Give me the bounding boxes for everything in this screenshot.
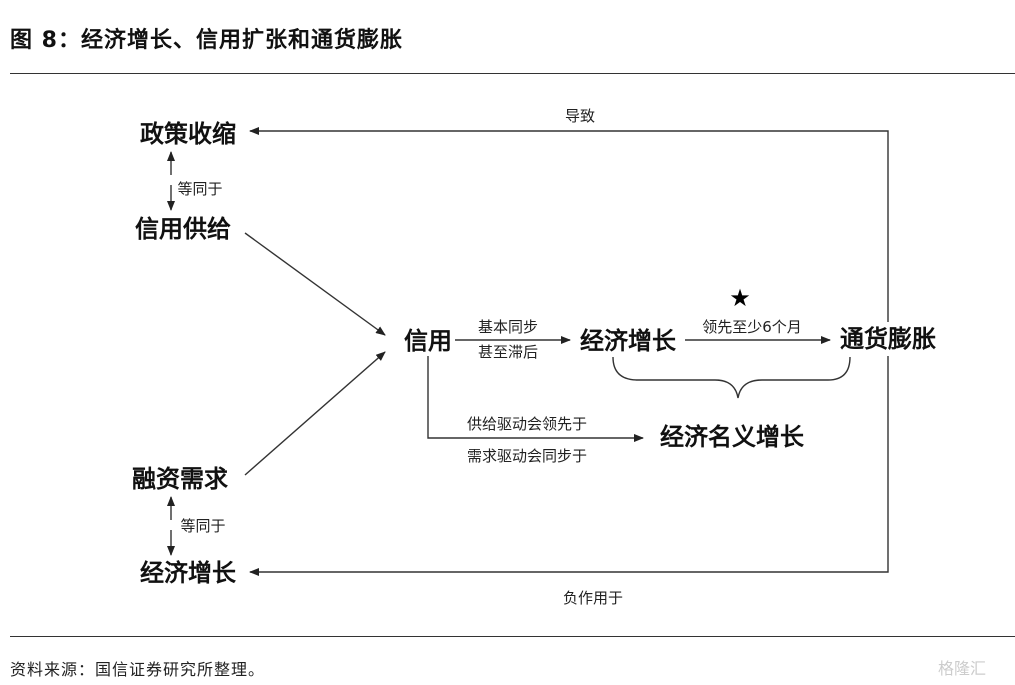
label-lead-6m: 领先至少6个月	[702, 318, 802, 336]
node-credit-supply: 信用供给	[135, 215, 231, 243]
top-divider	[10, 73, 1015, 74]
bottom-divider	[10, 636, 1015, 637]
label-sync: 基本同步	[478, 318, 538, 336]
node-nominal-growth: 经济名义增长	[660, 423, 805, 451]
arrow-inflation-to-policy	[249, 127, 889, 322]
node-credit: 信用	[404, 327, 452, 355]
label-supply-driven: 供给驱动会领先于	[467, 415, 587, 433]
source-note: 资料来源：国信证券研究所整理。	[10, 660, 266, 679]
arrow-credit-to-nominal	[427, 356, 644, 442]
brace	[612, 356, 851, 399]
label-demand-driven: 需求驱动会同步于	[467, 447, 587, 465]
node-financing-demand: 融资需求	[132, 465, 228, 493]
arrow-inflation-to-growth	[249, 356, 889, 576]
label-lag: 甚至滞后	[478, 343, 538, 361]
label-equals-bottom: 等同于	[180, 517, 225, 535]
node-economic-growth: 经济增长	[580, 327, 677, 355]
arrow-supply-to-credit	[244, 232, 386, 336]
node-policy-tightening: 政策收缩	[140, 120, 236, 148]
arrow-demand-to-credit	[244, 351, 386, 476]
star-icon: ★	[729, 284, 751, 312]
node-economic-growth-bottom: 经济增长	[140, 559, 237, 587]
watermark: 格隆汇	[938, 659, 987, 678]
node-inflation: 通货膨胀	[840, 325, 936, 353]
figure-title: 图 8：经济增长、信用扩张和通货膨胀	[10, 28, 403, 53]
label-equals-top: 等同于	[177, 180, 222, 198]
label-counteracts: 负作用于	[563, 589, 623, 607]
label-leads-to: 导致	[565, 107, 595, 125]
